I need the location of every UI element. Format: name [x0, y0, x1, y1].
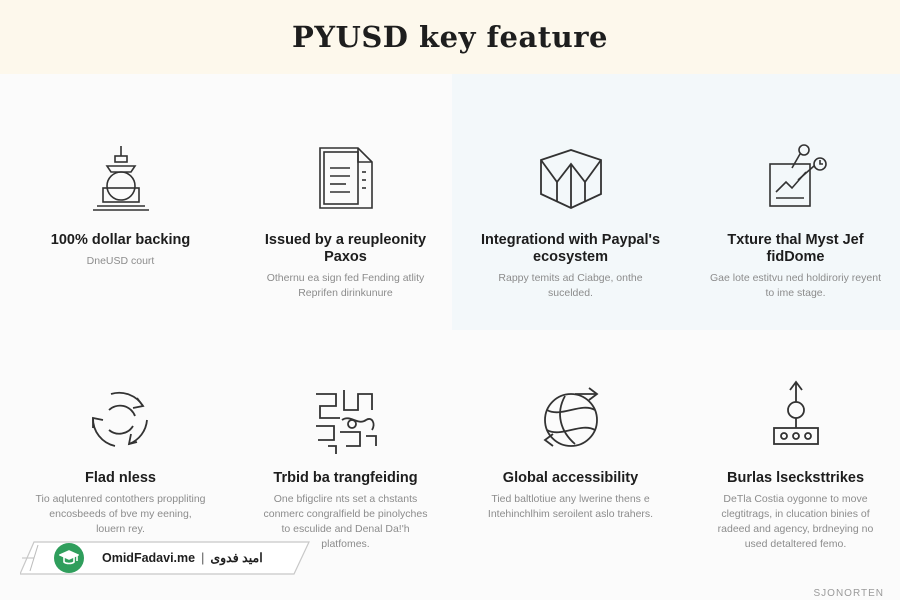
feature-title: Integrationd with Paypal's ecosystem [480, 232, 661, 265]
feature-card: Integrationd with Paypal's ecosystem Rap… [458, 142, 683, 301]
graduation-cap-icon [54, 543, 84, 573]
feature-title: Global accessibility [502, 470, 639, 486]
feature-title: Burlas lsecksttrikes [726, 470, 865, 486]
watermark-site: OmidFadavi.me [102, 551, 196, 565]
feature-description: One bfigclire nts set a chstants conmerc… [263, 493, 428, 550]
feature-description: Othernu ea sign fed Fending atlity Repri… [266, 272, 425, 299]
header-banner: PYUSD key feature [0, 0, 900, 74]
watermark-banner: OmidFadavi.me | امید فدوی [20, 541, 310, 575]
watermark-text: OmidFadavi.me | امید فدوی [102, 550, 263, 565]
feature-title: 100% dollar backing [50, 232, 191, 248]
feature-card: Issued by a reupleonity Paxos Othernu ea… [233, 142, 458, 301]
feature-card: Trbid ba trangfeiding One bfigclire nts … [233, 380, 458, 552]
document-icon [306, 142, 386, 222]
feature-description: Tio aqlutenred contothers proppliting en… [35, 493, 206, 535]
feature-description: Tied baltlotiue any lwerine thens e Inte… [487, 493, 654, 520]
bank-icon [81, 142, 161, 222]
watermark-name: امید فدوی [210, 551, 263, 565]
feature-card: Global accessibility Tied baltlotiue any… [458, 380, 683, 522]
feature-title: Flad nless [85, 470, 156, 486]
feature-title: Trbid ba trangfeiding [273, 470, 418, 486]
feature-title: Txture thal Myst Jef fidDome [727, 232, 864, 265]
page-title: PYUSD key feature [292, 20, 608, 54]
feature-card: Txture thal Myst Jef fidDome Gae lote es… [683, 142, 900, 301]
cube-network-icon [531, 142, 611, 222]
footer-brand: SJONORTEN [813, 588, 884, 599]
recycle-arrows-icon [81, 380, 161, 460]
feature-description: DneUSD court [86, 255, 155, 267]
feature-card: 100% dollar backing DneUSD court [8, 142, 233, 269]
feature-card: Flad nless Tio aqlutenred contothers pro… [8, 380, 233, 537]
robot-arm-icon [756, 380, 836, 460]
globe-arrows-icon [531, 380, 611, 460]
feature-description: DeTla Costia oygonne to move clegtitrags… [717, 493, 874, 550]
highlight-panel [452, 74, 900, 330]
chart-clock-icon [756, 142, 836, 222]
feature-description: Rappy temits ad Ciabge, onthe sucelded. [498, 272, 643, 299]
feature-title: Issued by a reupleonity Paxos [264, 232, 427, 265]
watermark-separator: | [201, 551, 205, 565]
feature-card: Burlas lsecksttrikes DeTla Costia oygonn… [683, 380, 900, 552]
circuit-knot-icon [306, 380, 386, 460]
feature-description: Gae lote estitvu ned holdiroriy reyent t… [709, 272, 881, 299]
